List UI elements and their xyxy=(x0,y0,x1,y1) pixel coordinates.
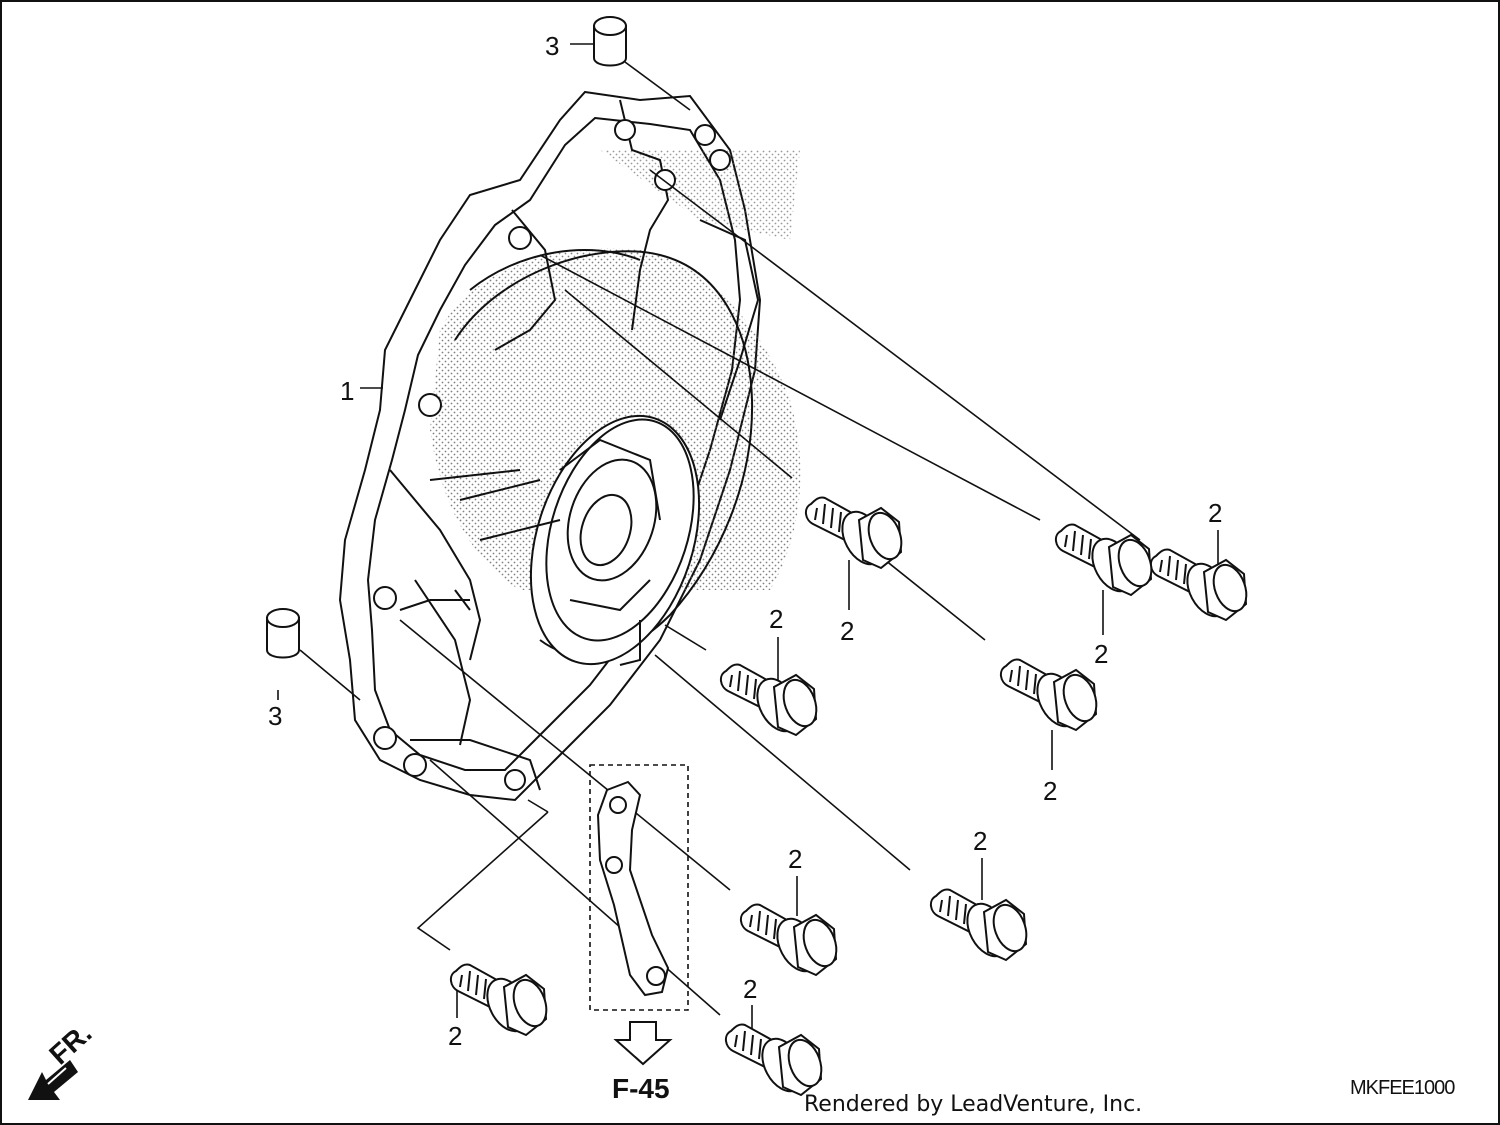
callout-2-bolt-8: 2 xyxy=(743,974,757,1004)
callout-3-top: 3 xyxy=(545,31,559,61)
callout-2-bolt-1: 2 xyxy=(1208,498,1222,528)
diagram-code: MKFEE1000 xyxy=(1350,1077,1455,1099)
bolt-9 xyxy=(449,963,554,1040)
bolt-4 xyxy=(719,663,824,740)
bolt-3 xyxy=(804,496,909,573)
callout-2-bolt-3: 2 xyxy=(840,616,854,646)
bolt-2 xyxy=(1054,523,1159,600)
callout-2-bolt-4: 2 xyxy=(769,604,783,634)
generator-cover xyxy=(338,90,801,802)
dowel-pin-left xyxy=(266,608,300,659)
leader-lines xyxy=(277,43,1219,1048)
bolt-8 xyxy=(724,1023,829,1100)
callout-3-left: 3 xyxy=(268,701,282,731)
callout-2-bolt-9: 2 xyxy=(448,1021,462,1051)
credit-text: Rendered by LeadVenture, Inc. xyxy=(804,1092,1143,1117)
callout-2-bolt-6: 2 xyxy=(973,826,987,856)
bolt-1 xyxy=(1149,548,1254,625)
wire-clamp-group xyxy=(589,764,689,1011)
bolt-6 xyxy=(929,888,1034,965)
callout-2-bolt-7: 2 xyxy=(788,844,802,874)
bolt-7 xyxy=(739,903,844,980)
reference-page-label: F-45 xyxy=(612,1073,670,1104)
callout-1: 1 xyxy=(340,376,354,406)
hollow-down-arrow-icon xyxy=(613,1021,673,1066)
callout-2-bolt-5: 2 xyxy=(1043,776,1057,806)
bolt-5 xyxy=(999,658,1104,735)
dowel-pin-top xyxy=(593,16,627,67)
callout-2-bolt-2: 2 xyxy=(1094,639,1108,669)
front-arrow-icon xyxy=(28,1060,78,1100)
front-direction-label: FR. xyxy=(43,1017,97,1070)
